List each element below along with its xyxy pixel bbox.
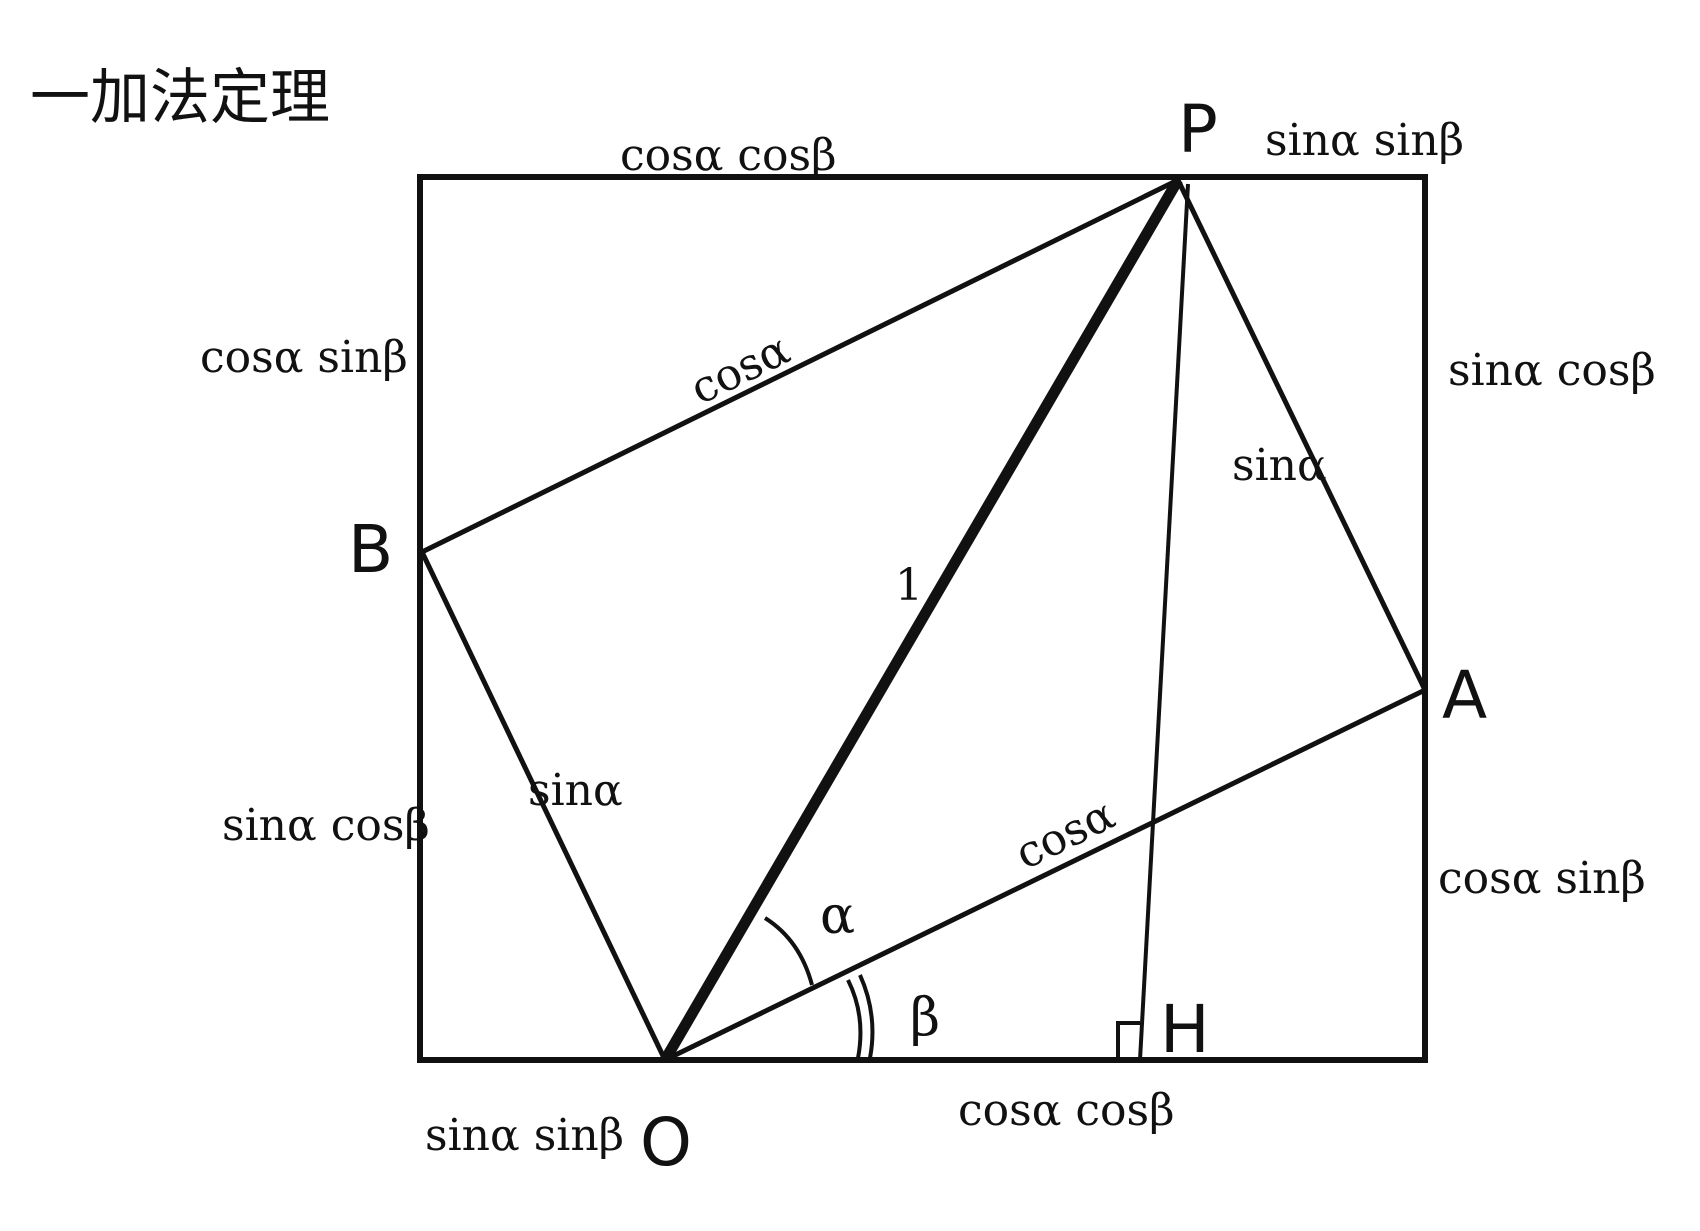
label-bo: sinα	[528, 765, 623, 816]
label-left-upper: cosα sinβ	[200, 332, 408, 383]
point-a-label: A	[1442, 657, 1487, 734]
beta-arc-inner	[846, 979, 863, 1059]
alpha-arc	[763, 916, 814, 986]
segment-ph	[1138, 183, 1190, 1061]
label-bottom-right: cosα cosβ	[958, 1085, 1175, 1136]
point-o-label: O	[640, 1104, 692, 1181]
label-pb: cosα	[682, 324, 797, 415]
title: 一加法定理	[30, 63, 330, 133]
segment-oa	[663, 687, 1427, 1063]
segment-pb	[420, 177, 1180, 555]
segment-op	[660, 177, 1183, 1063]
point-b-label: B	[348, 511, 393, 588]
label-op: 1	[895, 560, 923, 611]
point-h-label: H	[1160, 991, 1210, 1068]
outer-rectangle	[417, 174, 1428, 1063]
segment-pa	[1175, 178, 1428, 692]
label-top-left: cosα cosβ	[620, 130, 837, 181]
label-bottom-left: sinα sinβ	[425, 1110, 624, 1161]
right-angle-mark	[1116, 1021, 1140, 1058]
label-right-upper: sinα cosβ	[1448, 345, 1656, 396]
label-top-right: sinα sinβ	[1265, 115, 1464, 166]
label-left-lower: sinα cosβ	[222, 800, 430, 851]
point-p-label: P	[1178, 91, 1218, 168]
beta-label: β	[910, 988, 940, 1048]
alpha-label: α	[820, 886, 855, 946]
segment-bo	[419, 550, 668, 1062]
label-right-lower: cosα sinβ	[1438, 853, 1646, 904]
beta-arc-outer	[858, 974, 875, 1059]
label-pa: sinα	[1232, 440, 1327, 491]
